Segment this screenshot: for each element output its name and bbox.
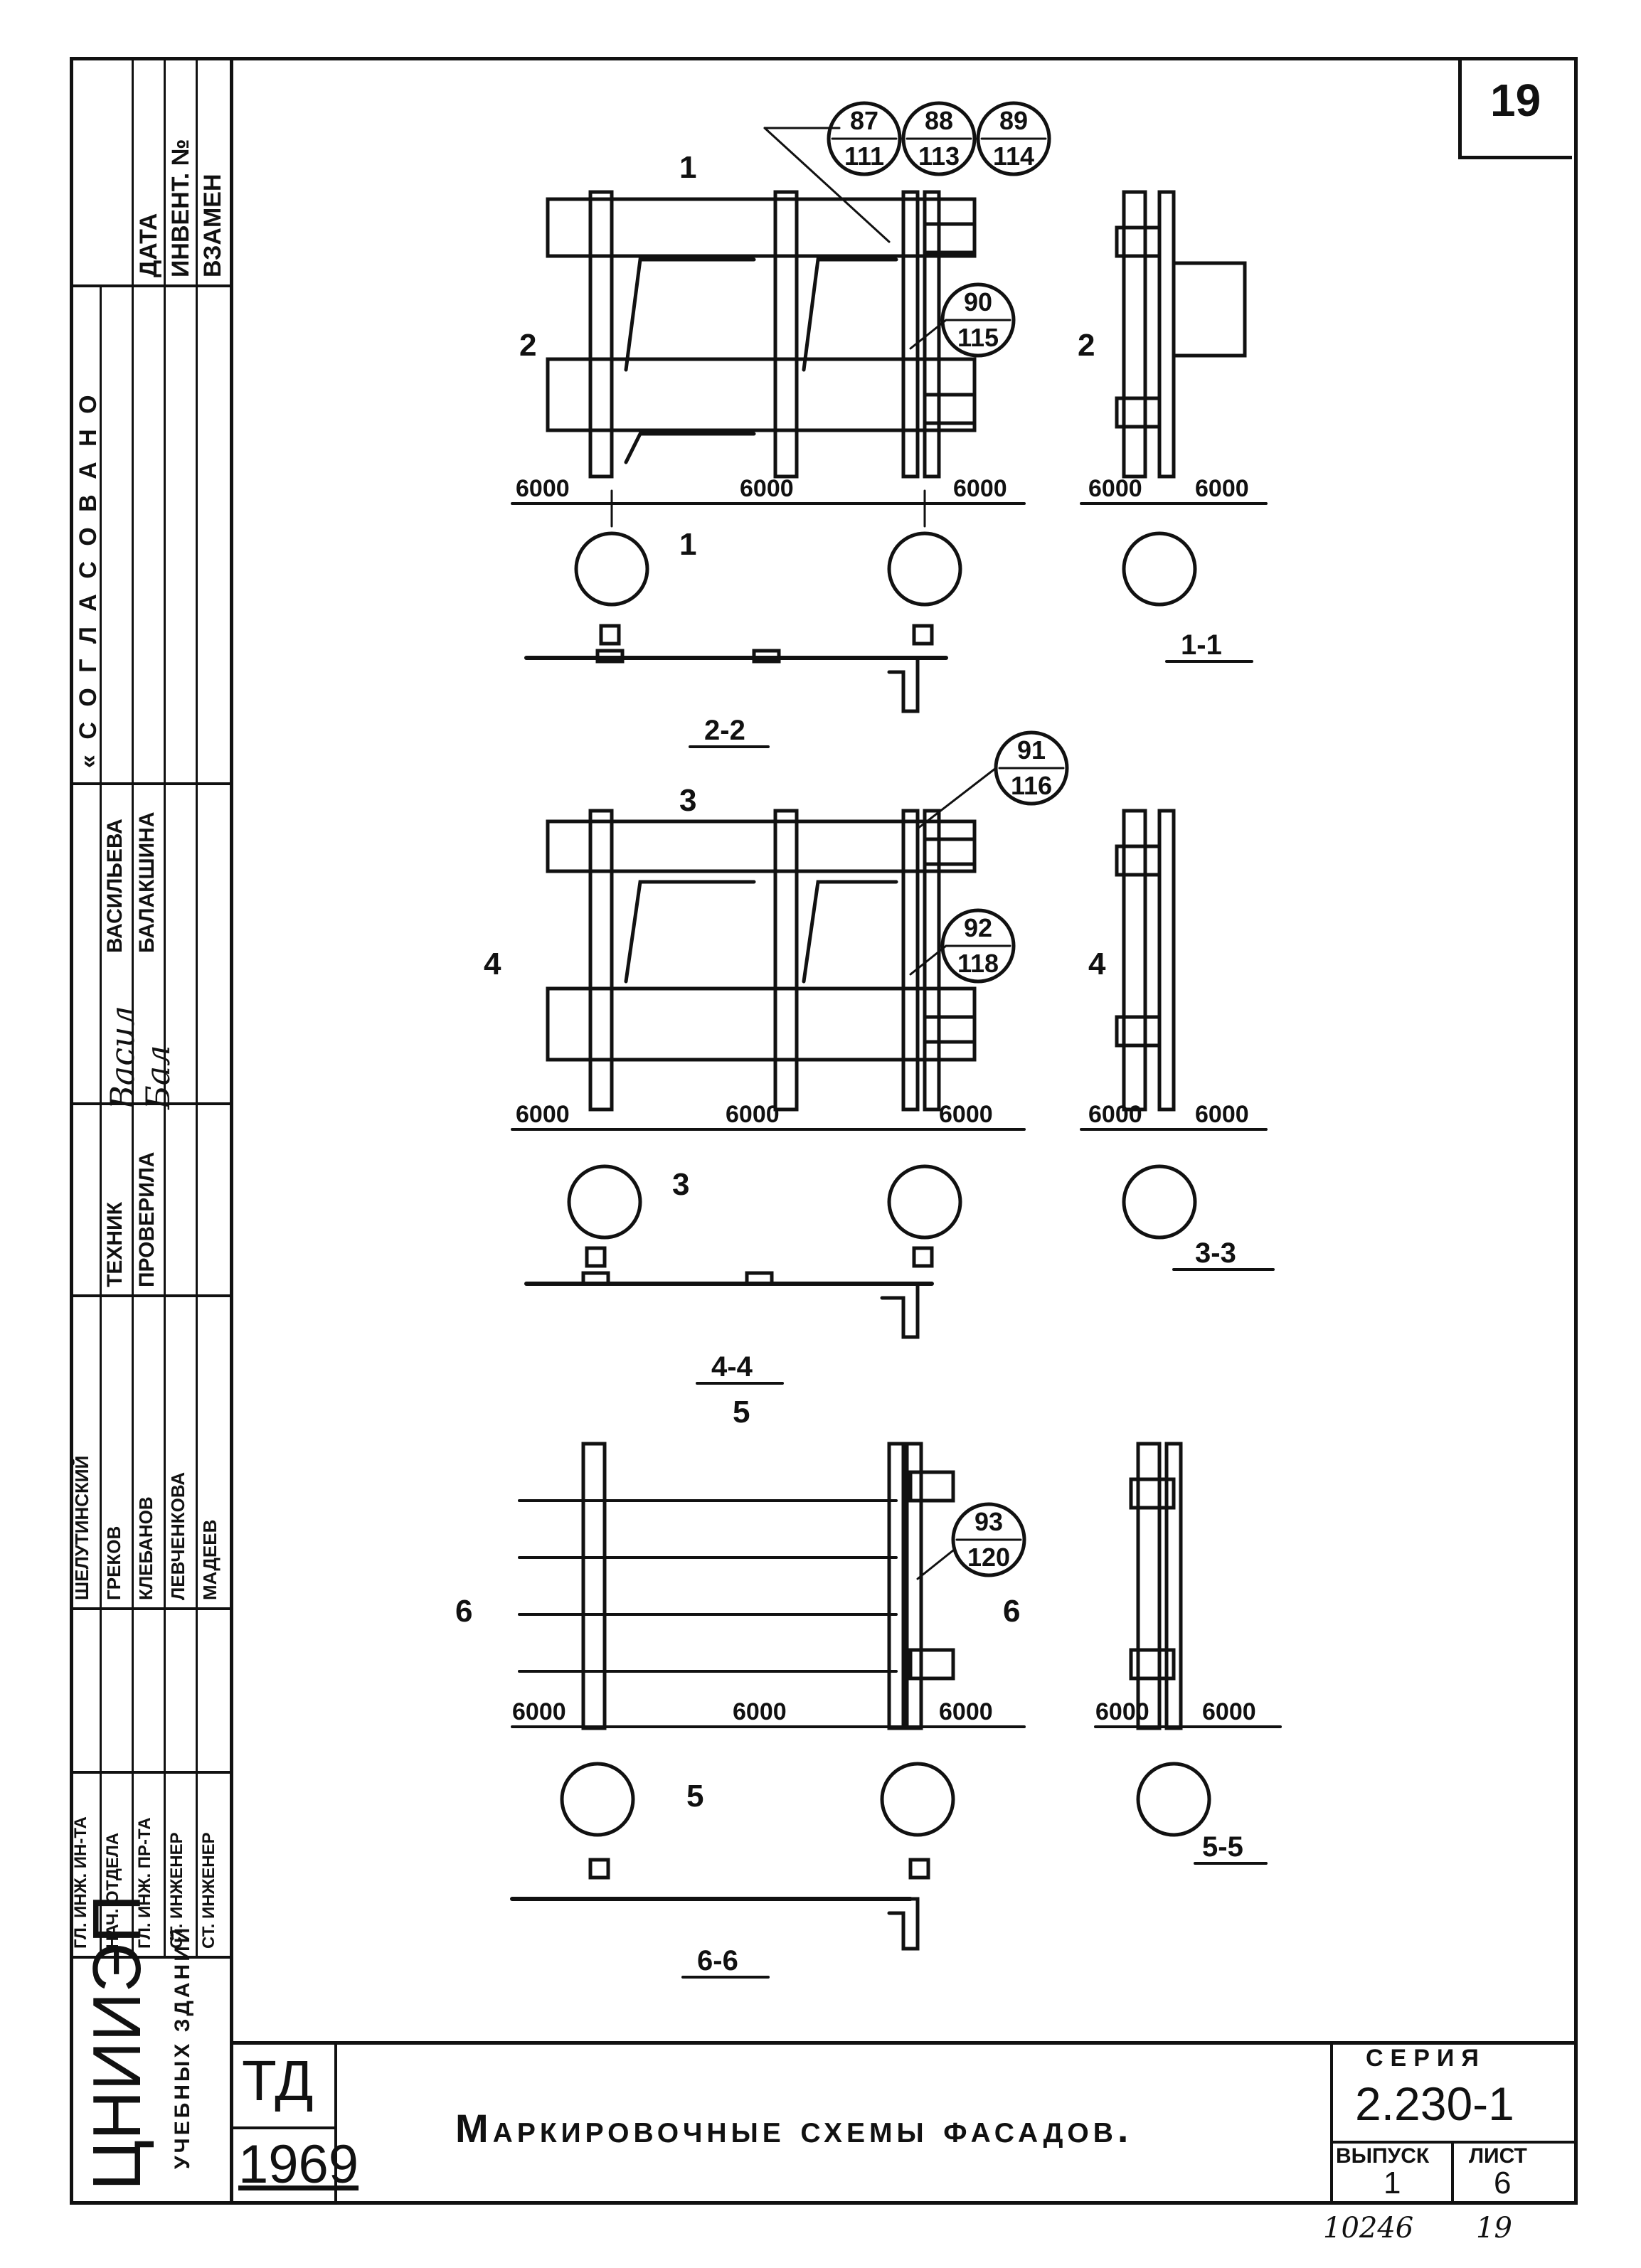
section-mark-6-left: 6 [455, 1594, 472, 1629]
title-block [233, 2041, 1578, 2205]
page-number: 19 [1476, 2212, 1512, 2245]
facade-group-2 [511, 767, 1268, 1339]
callout-93-top: 93 [974, 1507, 1003, 1536]
callout-91-bottom: 116 [1011, 771, 1052, 800]
stamp-rule [70, 782, 233, 785]
section-mark-4-left: 4 [484, 947, 501, 981]
dim-label: 6000 [1088, 475, 1142, 502]
section-mark-2-left: 2 [519, 328, 536, 363]
callout-dividers [831, 137, 1065, 1541]
year-label: 1969 [238, 2134, 359, 2195]
dim-label: 6000 [512, 1698, 566, 1725]
title-block-divider [334, 2041, 337, 2205]
stamp-divider [196, 57, 198, 1956]
callout-numbers: 87 111 88 113 89 114 90 115 91 116 92 11… [844, 106, 1052, 1572]
dim-label: 6000 [1195, 475, 1249, 502]
dim-label: 6000 [516, 475, 570, 502]
stamp-rule [70, 1771, 233, 1774]
callout-88-top: 88 [925, 106, 953, 135]
stamp-divider [100, 284, 102, 1956]
section-mark-6-right: 6 [1003, 1594, 1020, 1629]
callout-91-top: 91 [1017, 735, 1046, 765]
callout-88-bottom: 113 [918, 142, 960, 171]
dimension-labels: 6000 6000 6000 6000 6000 6000 6000 6000 … [512, 475, 1256, 1725]
drawing-title: Маркировочные схемы фасадов. [455, 2106, 1133, 2151]
section-title-underlines [681, 660, 1275, 1979]
stamp-divider [164, 57, 166, 1956]
callout-87-top: 87 [850, 106, 878, 135]
dim-label: 6000 [1095, 1698, 1149, 1725]
dim-label: 6000 [516, 1101, 570, 1128]
drawing-sheet-frame [70, 57, 1578, 2205]
dim-label: 6000 [733, 1698, 787, 1725]
list-value: 6 [1494, 2166, 1512, 2200]
section-mark-2-right: 2 [1078, 328, 1095, 363]
inventory-number: 10246 [1323, 2212, 1414, 2245]
section-titles: 1-1 2-2 3-3 4-4 5-5 6-6 [697, 629, 1243, 1976]
callout-89-top: 89 [999, 106, 1028, 135]
callout-93-bottom: 120 [967, 1543, 1010, 1572]
vypusk-label: ВЫПУСК [1336, 2144, 1430, 2168]
dim-label: 6000 [1088, 1101, 1142, 1128]
stamp-rule [70, 1607, 233, 1610]
callout-circles [827, 101, 1069, 1577]
dim-label: 6000 [939, 1101, 993, 1128]
section-title-2-2: 2-2 [704, 715, 745, 746]
title-block-divider [1330, 2141, 1578, 2144]
stamp-rule [70, 1956, 233, 1959]
section-mark-5-bottom: 5 [686, 1779, 703, 1814]
stamp-divider [132, 57, 134, 1956]
section-mark-1-top: 1 [679, 150, 696, 185]
dim-label: 6000 [740, 475, 794, 502]
facade-group-3 [510, 1442, 1282, 1951]
facade-group-1 [511, 127, 1268, 713]
section-title-4-4: 4-4 [711, 1351, 753, 1383]
section-title-5-5: 5-5 [1202, 1831, 1243, 1863]
title-block-divider [233, 2126, 334, 2129]
section-title-6-6: 6-6 [697, 1945, 738, 1976]
section-mark-3-bottom: 3 [672, 1167, 689, 1202]
callout-89-bottom: 114 [993, 142, 1034, 171]
dim-label: 6000 [726, 1101, 780, 1128]
callout-90-top: 90 [964, 287, 992, 316]
sheet-number-box: 19 [1458, 60, 1572, 159]
dim-label: 6000 [939, 1698, 993, 1725]
title-block-divider [1451, 2141, 1454, 2205]
section-mark-4-right: 4 [1088, 947, 1106, 981]
seria-label: СЕРИЯ [1366, 2045, 1486, 2072]
section-mark-3-top: 3 [679, 783, 696, 818]
dim-label: 6000 [1202, 1698, 1256, 1725]
callout-87-bottom: 111 [844, 142, 884, 171]
title-block-divider [1330, 2041, 1333, 2205]
section-title-3-3: 3-3 [1195, 1237, 1236, 1269]
callout-90-bottom: 115 [957, 323, 999, 352]
stamp-rule [70, 1294, 233, 1297]
section-marks: 1 1 2 2 3 3 4 4 5 5 6 6 [455, 150, 1106, 1814]
seria-value: 2.230-1 [1355, 2077, 1514, 2130]
callout-92-top: 92 [964, 913, 992, 942]
section-title-1-1: 1-1 [1181, 629, 1222, 661]
stamp-rule [70, 1102, 233, 1105]
vypusk-value: 1 [1384, 2166, 1401, 2200]
callout-92-bottom: 118 [957, 949, 999, 978]
sheet-number: 19 [1490, 75, 1541, 126]
stamp-column [70, 57, 233, 2205]
section-mark-5-top: 5 [733, 1395, 750, 1430]
dim-label: 6000 [1195, 1101, 1249, 1128]
section-mark-1-bottom: 1 [679, 527, 696, 562]
td-label: ТД [242, 2049, 314, 2112]
stamp-rule [70, 284, 233, 287]
dim-label: 6000 [953, 475, 1007, 502]
list-label: ЛИСТ [1469, 2144, 1527, 2168]
